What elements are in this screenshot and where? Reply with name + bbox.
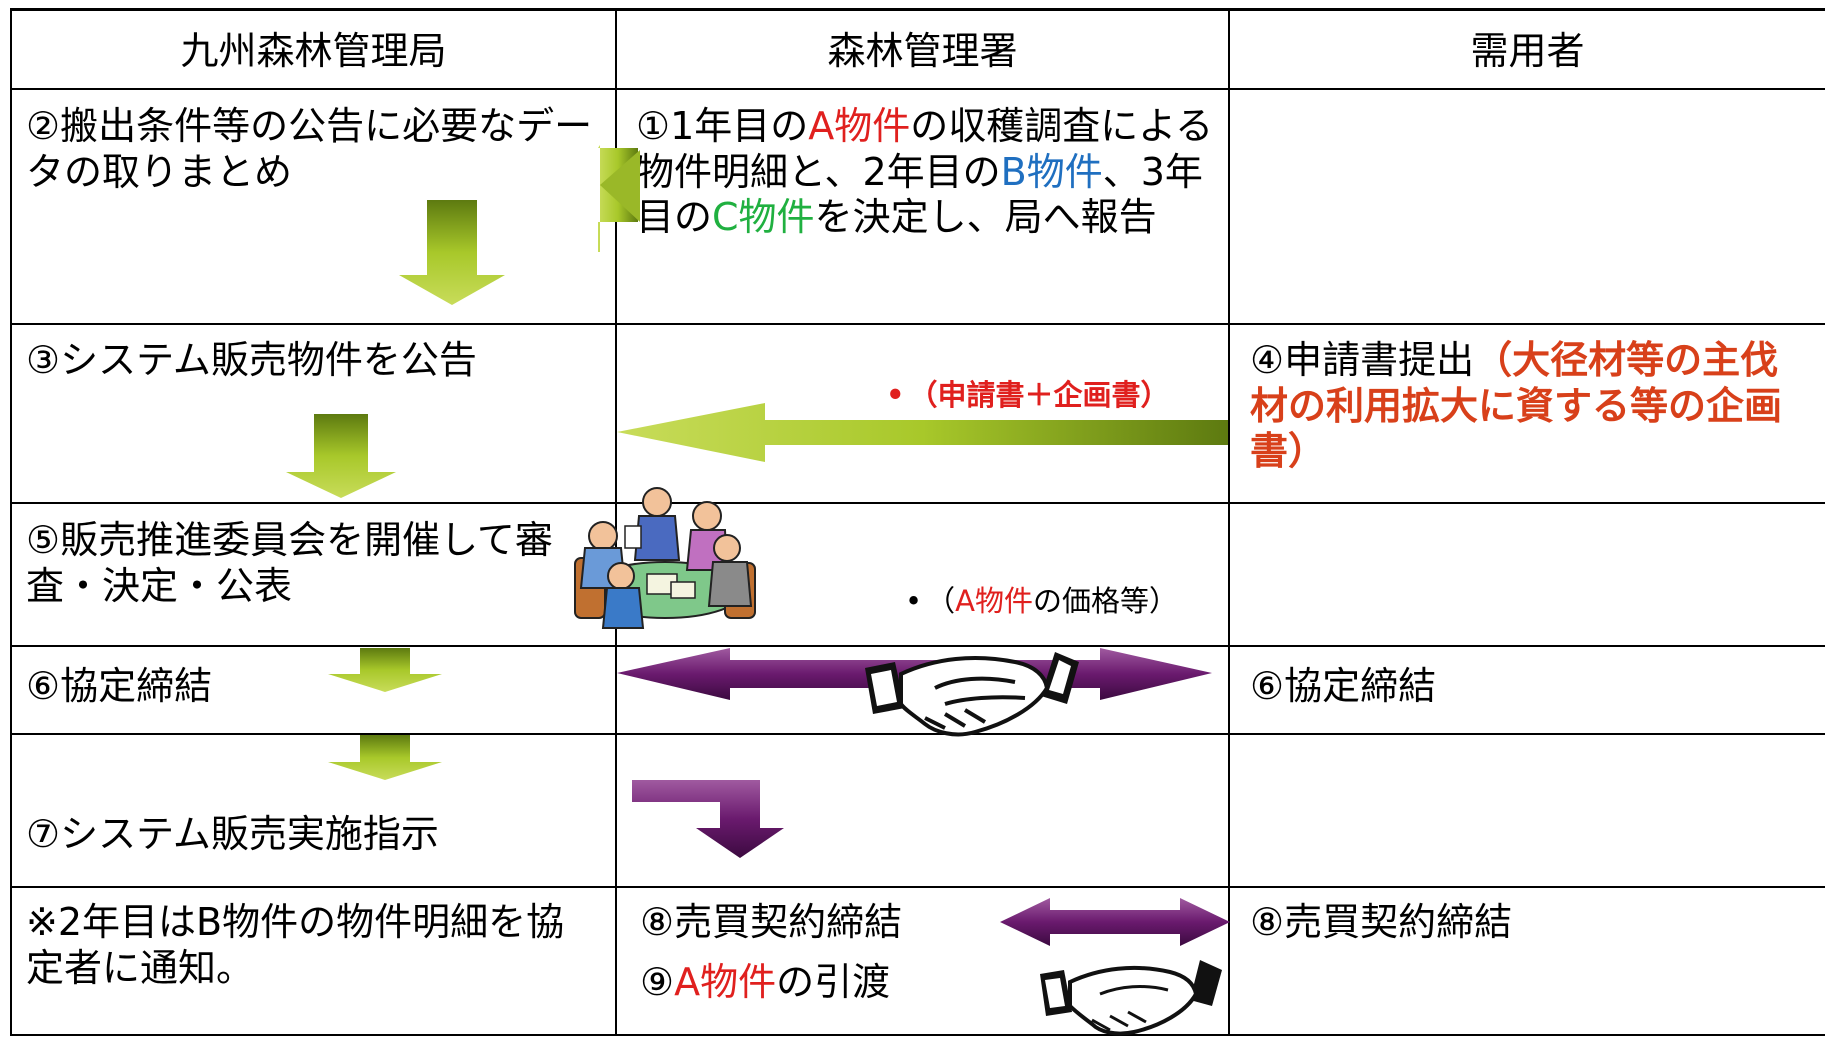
col-divider-1 <box>615 8 617 1036</box>
step-6-user-text: ⑥協定締結 <box>1250 664 1437 708</box>
step-8-office-text: ⑧売買契約締結 <box>640 900 903 944</box>
step-6-bureau-text: ⑥協定締結 <box>26 664 213 708</box>
row-divider-1 <box>10 323 1825 325</box>
step-7-text: ⑦システム販売実施指示 <box>26 812 439 856</box>
meeting-illustration <box>574 487 756 629</box>
item-a-label: A物件 <box>808 104 911 148</box>
arrow-left-application <box>617 403 1228 462</box>
arrow-down-step3 <box>286 414 396 498</box>
step-3-text: ③システム販売物件を公告 <box>26 338 477 382</box>
row-divider-5 <box>10 886 1825 888</box>
price-note: •（A物件の価格等） <box>905 578 1178 620</box>
table-border-left <box>10 8 12 1036</box>
step-2-text: ②搬出条件等の公告に必要なデータの取りまとめ <box>26 104 593 194</box>
handshake-icon-small <box>1040 960 1222 1036</box>
note-year2-text: ※2年目はB物件の物件明細を協定者に通知。 <box>26 900 565 990</box>
handshake-icon <box>865 652 1079 737</box>
step-1-text: ①1年目のA物件の収穫調査による物件明細と、2年目のB物件、3年目のC物件を決定… <box>636 104 1216 241</box>
application-note: •（申請書＋企画書） <box>886 372 1170 414</box>
header-user: 需用者 <box>1470 29 1585 73</box>
step-8-user-text: ⑧売買契約締結 <box>1250 900 1513 944</box>
step-1-part4: を決定し、局へ報告 <box>814 195 1157 240</box>
item-c-label: C物件 <box>712 195 815 240</box>
item-b-label: B物件 <box>1000 149 1103 194</box>
header-office: 森林管理署 <box>827 29 1018 73</box>
step-9-rest: の引渡 <box>776 960 891 1004</box>
arrow-down-step2 <box>399 200 505 305</box>
table-border-bottom <box>10 1034 1825 1036</box>
arrow-down-step7 <box>328 735 442 780</box>
step-9-item-a: A物件 <box>674 960 777 1004</box>
step-5-text: ⑤販売推進委員会を開催して審査・決定・公表 <box>26 518 553 608</box>
arrow-bent-instruction <box>632 780 784 858</box>
row-divider-header <box>10 88 1825 90</box>
row-divider-2 <box>10 502 1825 504</box>
price-note-item-a: A物件 <box>955 584 1033 618</box>
row-divider-4 <box>10 733 1825 735</box>
application-note-text: （申請書＋企画書） <box>908 378 1170 412</box>
header-bureau: 九州森林管理局 <box>180 29 447 73</box>
step-1-part3: 、3年目の <box>636 149 1203 240</box>
step-9-text: ⑨A物件の引渡 <box>640 960 890 1006</box>
price-note-rest: の価格等） <box>1032 584 1178 618</box>
step-4-detail: （大径材等の主伐材の利用拡大に資する等の企画書） <box>1250 338 1783 474</box>
arrow-left-step1-head <box>600 150 640 222</box>
step-4-main: ④申請書提出 <box>1250 338 1475 382</box>
price-note-open: （ <box>926 584 956 618</box>
step-4-text: ④申請書提出（大径材等の主伐材の利用拡大に資する等の企画書） <box>1250 338 1810 475</box>
step-9-num: ⑨ <box>640 960 675 1004</box>
note-bullet: • <box>886 378 905 412</box>
arrow-double-contract <box>1000 898 1230 946</box>
step-1-part2: の収穫調査による物件明細と、2年目の <box>636 104 1214 194</box>
arrow-down-step6 <box>328 648 442 692</box>
col-divider-2 <box>1228 8 1230 1036</box>
note-bullet: • <box>905 584 923 618</box>
row-divider-3 <box>10 645 1825 647</box>
table-border-top <box>10 8 1825 11</box>
step-1-part1: ①1年目の <box>636 104 809 148</box>
